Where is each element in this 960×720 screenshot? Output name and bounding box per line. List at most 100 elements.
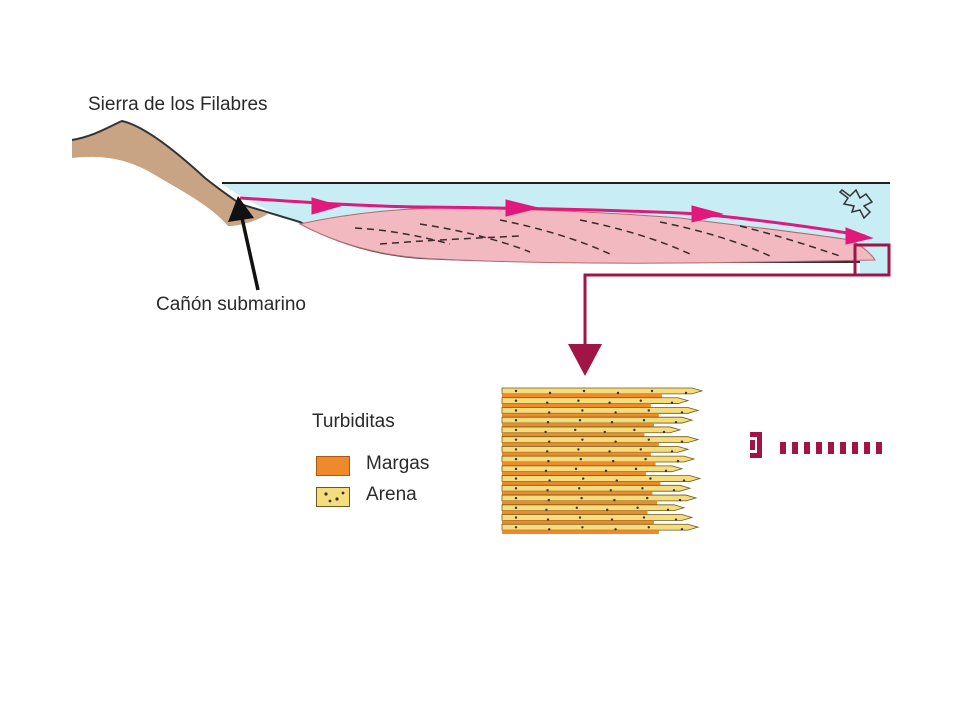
sand-grain (603, 430, 606, 434)
marl-bed (502, 442, 659, 447)
sand-grain (684, 391, 688, 395)
sand-grain (678, 498, 682, 502)
sand-grain (575, 506, 578, 509)
callout-arrowhead (568, 344, 602, 376)
legend-swatch-marl (316, 456, 350, 476)
marl-bed (502, 510, 648, 515)
sand-grain (606, 508, 609, 511)
sand-grain (544, 469, 548, 473)
turbidity-current-arrows (239, 196, 874, 245)
marl-bed (502, 481, 661, 486)
sand-bed (501, 416, 694, 424)
marl-bed (502, 403, 651, 408)
legend-swatch-sand (316, 487, 350, 507)
sand-grain (547, 498, 550, 502)
canyon-label: Cañón submarino (156, 294, 306, 315)
legend-title: Turbiditas (312, 411, 395, 432)
sand-grain (614, 528, 617, 531)
sand-grain (578, 516, 582, 519)
sand-grain (546, 421, 550, 424)
sand-grain (546, 450, 549, 453)
sand-grain (610, 421, 614, 424)
sand-grain (514, 457, 518, 461)
sand-grain (514, 467, 518, 471)
marl-bed (502, 461, 656, 466)
sand-grain (608, 450, 611, 453)
sand-bed (501, 484, 692, 492)
sand-grain (580, 496, 583, 500)
mountain-label: Sierra de los Filabres (88, 94, 268, 115)
sand-grain (639, 399, 642, 402)
sand-grain (514, 428, 518, 432)
sand-grain (662, 430, 666, 434)
sand-grain (577, 399, 580, 402)
sand-grain (514, 516, 518, 519)
sand-bed (501, 436, 700, 443)
sand-grain (514, 409, 518, 412)
sand-grain (514, 448, 518, 451)
sand-grain (581, 526, 584, 529)
sand-bed (501, 465, 684, 473)
marl-bed (502, 452, 651, 457)
sand-bed (501, 494, 698, 502)
sand-grain (610, 518, 614, 521)
sand-bed (501, 455, 696, 463)
marl-bed (502, 500, 658, 505)
sand-grain (514, 506, 518, 509)
continuation-bracket (750, 432, 882, 458)
callout-connector (583, 243, 891, 348)
sand-grain (578, 419, 582, 422)
sand-grain (546, 518, 550, 521)
sand-grain (548, 411, 551, 414)
sand-grain (578, 487, 581, 490)
marl-bed (502, 432, 645, 437)
sand-grain (666, 508, 670, 511)
sand-grain (545, 508, 548, 511)
sand-grain (674, 518, 678, 521)
sand-grain (514, 389, 518, 393)
sand-grain (649, 477, 652, 480)
sand-bed (501, 407, 700, 414)
sand-grain (670, 450, 674, 453)
marl-bed (502, 471, 646, 476)
sand-bed (501, 426, 682, 434)
sand-grain (582, 389, 586, 393)
mountain-slope (72, 121, 268, 226)
marl-bed (502, 423, 654, 427)
sand-grain (604, 469, 608, 473)
sand-grain (581, 409, 584, 412)
sand-grain (608, 401, 611, 404)
stratigraphic-column (501, 387, 704, 534)
sand-bed (501, 446, 690, 453)
sand-grain (609, 489, 612, 492)
sand-grain (582, 477, 585, 480)
sand-grain (674, 421, 678, 424)
sand-grain (577, 448, 580, 451)
sand-bed (501, 514, 694, 521)
sand-grain (647, 409, 650, 412)
sand-grain (546, 489, 549, 492)
sand-grain (672, 489, 676, 492)
legend-label-sand: Arena (366, 484, 417, 505)
sand-grain (514, 438, 518, 441)
sand-grain (682, 479, 686, 482)
sand-grain (633, 428, 636, 432)
sand-grain (680, 440, 684, 443)
sand-grain (670, 401, 674, 404)
sand-bed (501, 475, 702, 482)
sand-grain (613, 498, 616, 502)
sand-grain (641, 487, 644, 490)
sand-grain (644, 457, 647, 461)
sand-grain (676, 459, 680, 463)
sand-bed (501, 397, 690, 404)
sand-bed (501, 504, 686, 512)
sand-grain (615, 479, 618, 482)
sand-bed (501, 523, 700, 531)
sand-grain (634, 467, 638, 471)
sand-grain (614, 440, 617, 443)
legend-label-marl: Margas (366, 453, 430, 474)
sand-grain (574, 428, 577, 432)
sand-grain (650, 389, 654, 393)
sand-grain (546, 401, 549, 404)
sand-grain (647, 526, 650, 529)
